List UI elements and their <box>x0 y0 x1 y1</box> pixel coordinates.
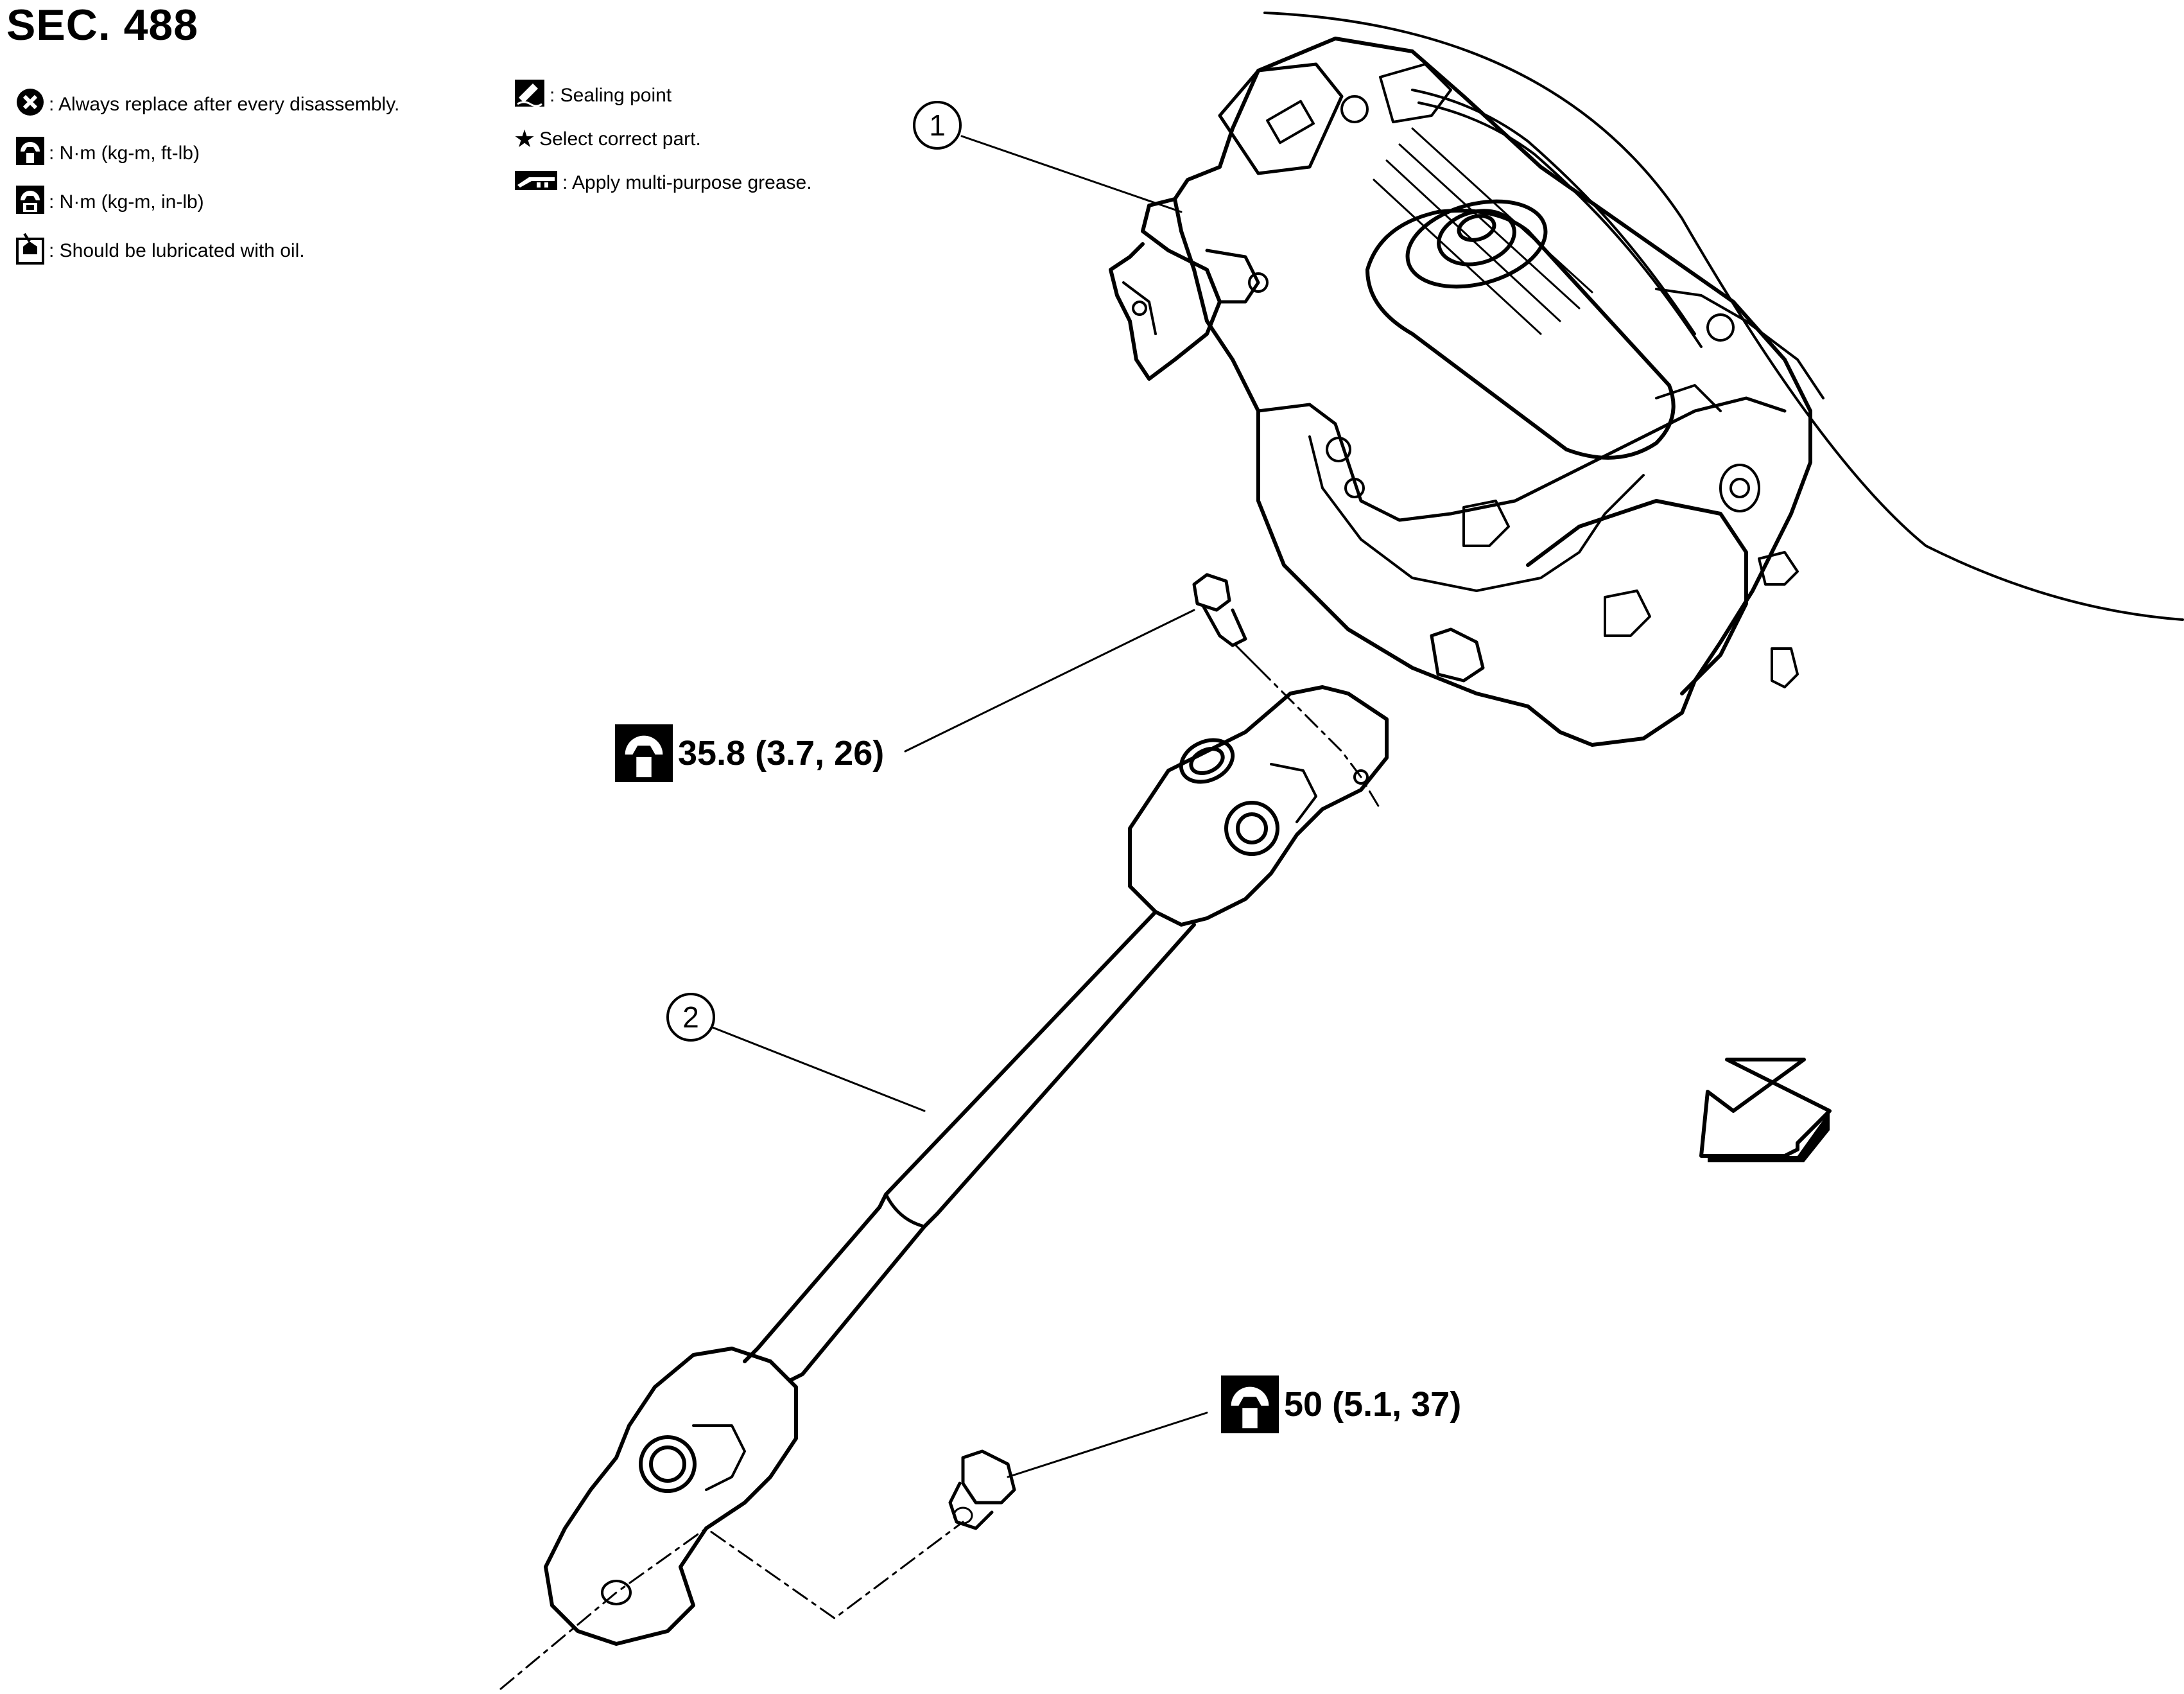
legend-item-sealing: : Sealing point <box>514 78 672 113</box>
torque-label-upper: 35.8 (3.7, 26) <box>615 724 884 782</box>
callout-part-2: 2 <box>666 993 715 1042</box>
body-contour <box>1263 12 2184 621</box>
legend-text-select: Select correct part. <box>539 128 701 150</box>
leader-part1 <box>960 135 1183 213</box>
upper-bolt <box>1192 573 1260 669</box>
torque-value-lower: 50 (5.1, 37) <box>1284 1385 1462 1424</box>
wrench-ftlb-icon <box>1221 1375 1279 1433</box>
legend-item-inlb: : N·m (kg-m, in-lb) <box>15 185 204 220</box>
steering-column-assembly <box>1109 37 1824 747</box>
front-arrow-icon <box>1699 1058 1832 1162</box>
sealing-icon <box>514 78 546 113</box>
legend-item-oil: : Should be lubricated with oil. <box>15 232 305 270</box>
legend-text-oil: : Should be lubricated with oil. <box>49 240 305 261</box>
wrench-inlb-icon <box>15 185 45 220</box>
grease-icon <box>514 170 559 196</box>
steering-lower-shaft <box>544 685 1389 1646</box>
legend-text-replace: : Always replace after every disassembly… <box>49 94 400 115</box>
legend-text-sealing: : Sealing point <box>550 85 672 106</box>
section-title: SEC. 488 <box>6 1 199 49</box>
torque-label-lower: 50 (5.1, 37) <box>1221 1375 1461 1433</box>
lower-bolt-axis <box>499 1521 964 1690</box>
legend-text-inlb: : N·m (kg-m, in-lb) <box>49 191 204 213</box>
star-icon: ★ <box>514 126 536 153</box>
wrench-ftlb-icon <box>615 724 673 782</box>
callout-part-1: 1 <box>913 101 962 150</box>
oil-can-icon <box>15 232 45 270</box>
lower-bolt <box>948 1449 1016 1530</box>
legend-item-replace: : Always replace after every disassembly… <box>15 87 399 122</box>
legend-item-ftlb: : N·m (kg-m, ft-lb) <box>15 136 200 171</box>
leader-upper-torque <box>904 609 1195 753</box>
upper-bolt-axis <box>1257 667 1382 810</box>
wrench-ftlb-icon <box>15 136 45 171</box>
leader-part2 <box>711 1026 926 1112</box>
legend-text-grease: : Apply multi-purpose grease. <box>562 172 812 193</box>
torque-value-upper: 35.8 (3.7, 26) <box>678 734 885 773</box>
legend-item-grease: : Apply multi-purpose grease. <box>514 170 812 196</box>
legend-item-select: ★ Select correct part. <box>514 125 701 153</box>
legend-text-ftlb: : N·m (kg-m, ft-lb) <box>49 143 200 164</box>
leader-lower-torque <box>1007 1411 1208 1478</box>
x-circle-icon <box>15 87 45 122</box>
